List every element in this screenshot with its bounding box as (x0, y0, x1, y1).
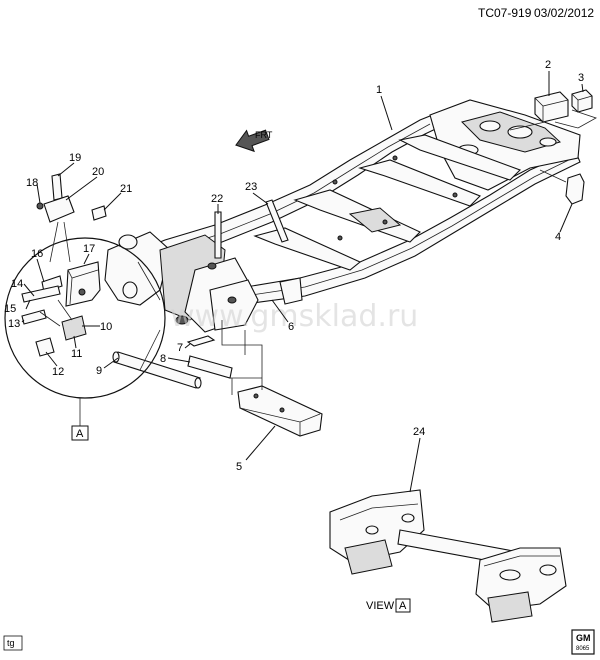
callout-13: 13 (8, 318, 20, 330)
callout-16: 16 (31, 248, 43, 260)
callout-22: 22 (211, 193, 223, 205)
part-4-bracket (539, 169, 585, 205)
part-22-stud (214, 211, 222, 259)
callout-9: 9 (96, 365, 102, 377)
part-7-bolt (186, 335, 216, 347)
view-label: VIEW (366, 600, 395, 612)
callout-3: 3 (578, 72, 584, 84)
callout-leaders (21, 71, 584, 493)
callout-12: 12 (52, 366, 64, 378)
part-8-bar (187, 355, 233, 379)
detail-a-circle (4, 237, 166, 399)
callout-11: 11 (71, 348, 82, 360)
view-tag-box (395, 598, 411, 613)
callout-6: 6 (288, 321, 294, 333)
detail-connectors (137, 261, 161, 371)
gm-logo-bottom: 8065 (576, 646, 590, 652)
callout-7: 7 (177, 342, 183, 354)
corner-tag-box (3, 635, 23, 651)
callout-23: 23 (245, 181, 257, 193)
corner-tag: tg (7, 638, 15, 648)
callout-4: 4 (555, 231, 561, 243)
callout-10: 10 (100, 321, 112, 333)
part-2-bracket (534, 91, 569, 123)
header-date: 03/02/2012 (534, 6, 594, 20)
part-9-tube (112, 351, 202, 389)
callout-20: 20 (92, 166, 104, 178)
callout-19: 19 (69, 152, 81, 164)
watermark: www.gmsklad.ru (170, 299, 418, 334)
front-arrow: FRT (235, 129, 273, 153)
callout-17: 17 (83, 243, 95, 255)
callout-24: 24 (413, 426, 425, 438)
callout-15: 15 (4, 303, 16, 315)
front-arrow-label: FRT (255, 130, 273, 140)
part-3-insulator (571, 89, 593, 113)
callout-18: 18 (26, 177, 38, 189)
callout-5: 5 (236, 461, 242, 473)
view-tag-label: A (399, 600, 407, 612)
guide-lines (221, 320, 263, 395)
parts-18-21 (36, 173, 107, 263)
header-code: TC07-919 (478, 6, 532, 20)
detail-tag-box (71, 425, 89, 441)
part-23-rod (265, 199, 289, 243)
part-24-assembly (329, 489, 567, 623)
callout-2: 2 (545, 59, 551, 71)
leader-2-3 (509, 109, 597, 131)
callout-1: 1 (376, 84, 382, 96)
callout-14: 14 (11, 278, 23, 290)
frame-assembly (104, 99, 581, 333)
part-5-crossmember (237, 385, 323, 437)
gm-logo-top: GM (576, 633, 591, 643)
detail-tag-label: A (76, 428, 84, 440)
callout-8: 8 (160, 353, 166, 365)
callout-numbers: 1 2 3 4 5 6 7 8 9 10 11 12 13 14 15 16 1… (4, 59, 584, 473)
callout-21: 21 (120, 183, 132, 195)
gm-logo: GM 8065 (571, 629, 595, 655)
